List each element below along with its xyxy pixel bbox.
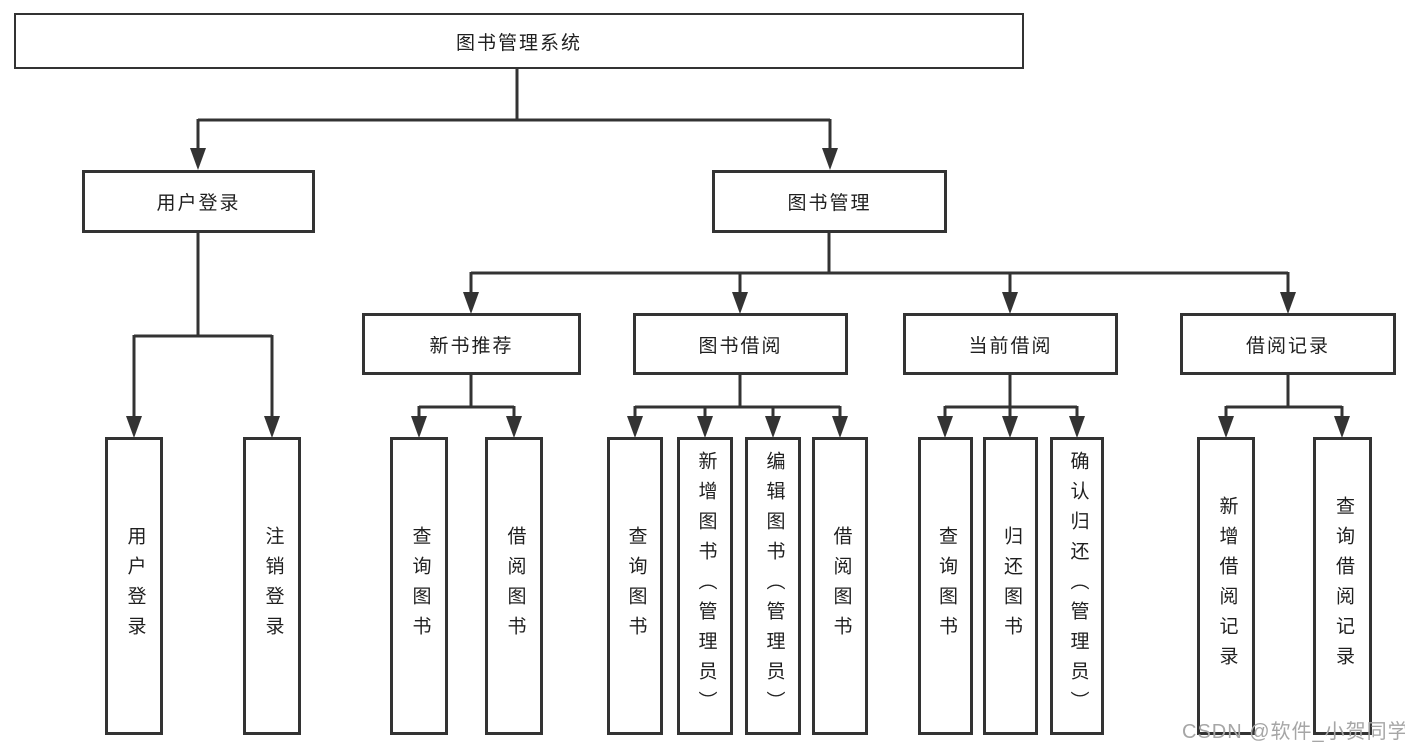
leaf-edit-books-admin: 编辑图书（管理员） xyxy=(745,437,801,735)
leaf-query-books-recommend: 查询图书 xyxy=(390,437,448,735)
node-book-management: 图书管理 xyxy=(712,170,947,233)
leaf-logout-login: 注销登录 xyxy=(243,437,301,735)
watermark: CSDN @软件_小贺同学 xyxy=(1182,721,1405,743)
leaf-query-borrow-record: 查询借阅记录 xyxy=(1313,437,1372,735)
leaf-query-books-borrow: 查询图书 xyxy=(607,437,663,735)
leaf-query-books-current: 查询图书 xyxy=(918,437,973,735)
node-borrow-records: 借阅记录 xyxy=(1180,313,1396,375)
leaf-return-books: 归还图书 xyxy=(983,437,1038,735)
node-new-book-recommend: 新书推荐 xyxy=(362,313,581,375)
node-library-management-system: 图书管理系统 xyxy=(14,13,1024,69)
node-user-login: 用户登录 xyxy=(82,170,315,233)
leaf-confirm-return-admin: 确认归还（管理员） xyxy=(1050,437,1104,735)
leaf-borrow-books-recommend: 借阅图书 xyxy=(485,437,543,735)
leaf-add-borrow-record: 新增借阅记录 xyxy=(1197,437,1255,735)
leaf-borrow-books: 借阅图书 xyxy=(812,437,868,735)
node-current-borrow: 当前借阅 xyxy=(903,313,1118,375)
node-book-borrow: 图书借阅 xyxy=(633,313,848,375)
leaf-user-login: 用户登录 xyxy=(105,437,163,735)
leaf-add-books-admin: 新增图书（管理员） xyxy=(677,437,733,735)
